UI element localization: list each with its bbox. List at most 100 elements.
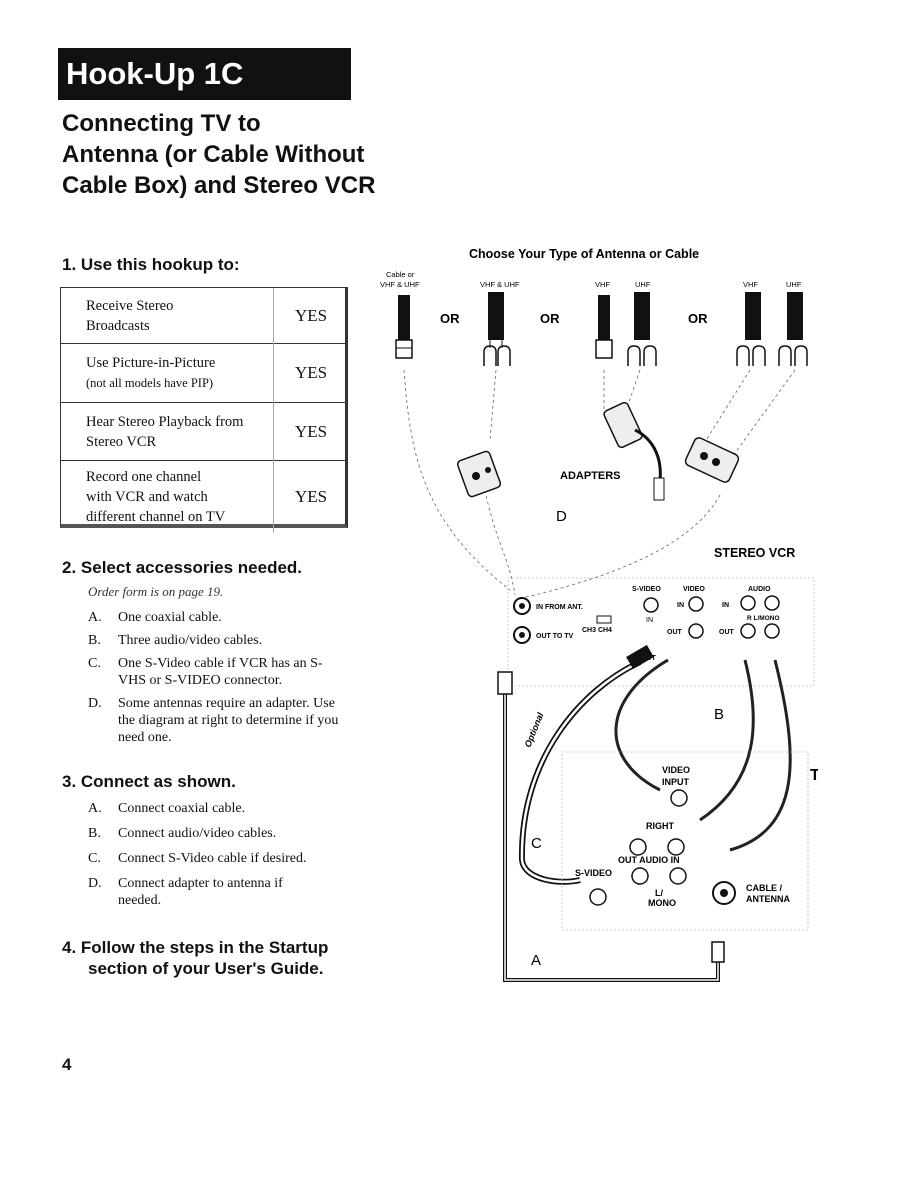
vhf-label-2: VHF	[743, 280, 758, 289]
tv-svideo-jack	[589, 888, 607, 906]
vcr-svideo-in-jack	[643, 597, 659, 613]
vcr-audio-out-l	[764, 623, 780, 639]
list-item: D.Some antennas require an adapter. Use …	[88, 696, 339, 745]
step4-heading: 4. Follow the steps in the Startup secti…	[62, 938, 329, 978]
svideo-cable	[518, 644, 654, 885]
hookup-banner: Hook-Up 1C	[58, 48, 351, 100]
title-line-1: Connecting TV to	[62, 110, 261, 137]
video-input-label-2: INPUT	[662, 777, 690, 787]
l-mono-label: L/	[655, 888, 663, 898]
round-and-twin-icon	[595, 292, 657, 366]
step2-heading: 2. Select accessories needed.	[62, 558, 303, 577]
av-cables	[614, 658, 792, 852]
vcr-video-out-jack	[688, 623, 704, 639]
vcr-svideo-label: S-VIDEO	[632, 586, 661, 593]
or-label-2: OR	[540, 311, 560, 326]
ch-label: CH3 CH4	[582, 627, 612, 634]
tv-svideo-label: S-VIDEO	[575, 868, 612, 878]
cable-or-label: Cable or	[386, 270, 415, 279]
uhf-label-2: UHF	[786, 280, 802, 289]
out-to-tv-label: OUT TO TV	[536, 633, 574, 640]
in-from-ant-jack	[513, 597, 531, 615]
ch-switch	[596, 615, 612, 624]
cable-antenna-label: CABLE /	[746, 883, 782, 893]
vhf-uhf-label: VHF & UHF	[380, 280, 420, 289]
table-answer: YES	[273, 460, 348, 533]
vcr-video-label: VIDEO	[683, 586, 705, 593]
order-form-note: Order form is on page 19.	[88, 584, 224, 599]
adapter-icon	[456, 450, 502, 498]
l-mono-label-2: MONO	[648, 898, 676, 908]
list-item: C.One S-Video cable if VCR has an S-VHS …	[88, 656, 323, 688]
tv-audio-out-left	[631, 867, 649, 885]
twin-lead-icon	[483, 292, 511, 366]
vcr-video-in-label: IN	[677, 602, 684, 609]
optional-label: Optional	[523, 711, 546, 749]
or-label-3: OR	[688, 311, 708, 326]
list-item: B.Connect audio/video cables.	[88, 826, 277, 841]
r-lmono-label: R L/MONO	[747, 615, 780, 622]
uhf-label: UHF	[635, 280, 651, 289]
vhf-uhf-label-2: VHF & UHF	[480, 280, 520, 289]
vcr-audio-in-label: IN	[722, 602, 729, 609]
cable-antenna-label-2: ANTENNA	[746, 894, 790, 904]
tv-audio-in-left	[669, 867, 687, 885]
vcr-video-out-label: OUT	[667, 629, 683, 636]
av-cable-letter: B	[714, 706, 724, 723]
svideo-cable-letter: C	[531, 835, 542, 852]
antenna-title: Choose Your Type of Antenna or Cable	[469, 247, 699, 261]
table-row: Use Picture-in-Picture(not all models ha…	[60, 343, 348, 403]
out-to-tv-jack	[513, 626, 531, 644]
list-item: C.Connect S-Video cable if desired.	[88, 851, 307, 866]
title-line-3: Cable Box) and Stereo VCR	[62, 172, 376, 199]
adapter-letter: D	[556, 508, 567, 525]
video-input-label: VIDEO	[662, 765, 690, 775]
connect-list: A.Connect coaxial cable. B.Connect audio…	[88, 800, 350, 915]
table-answer: YES	[273, 402, 348, 461]
tv-label: TV	[810, 767, 818, 784]
page-title: Connecting TV to Antenna (or Cable Witho…	[62, 108, 422, 201]
table-answer: YES	[273, 287, 348, 344]
vcr-audio-in-l	[764, 595, 780, 611]
out-audio-in-label: OUT AUDIO IN	[618, 855, 680, 865]
vcr-svideo-in-label: IN	[646, 617, 653, 624]
vhf-label: VHF	[595, 280, 610, 289]
list-item: D.Connect adapter to antenna if needed.	[88, 876, 283, 908]
vcr-audio-out-label: OUT	[719, 629, 735, 636]
accessories-list: A.One coaxial cable. B.Three audio/video…	[88, 609, 350, 752]
adapter-icon	[684, 437, 740, 483]
tv-audio-in-right	[667, 838, 685, 856]
tv-audio-out-right	[629, 838, 647, 856]
hookup-diagram: Choose Your Type of Antenna or Cable Cab…	[380, 247, 818, 982]
coaxial-cable	[497, 671, 725, 982]
stereo-vcr-label: STEREO VCR	[714, 546, 795, 560]
adapter-icon	[603, 401, 665, 501]
table-cell: Use Picture-in-Picture(not all models ha…	[60, 343, 274, 403]
page-number: 4	[62, 1055, 72, 1074]
right-label: RIGHT	[646, 821, 675, 831]
list-item: A.Connect coaxial cable.	[88, 801, 246, 816]
vcr-audio-out-r	[740, 623, 756, 639]
vcr-audio-in-r	[740, 595, 756, 611]
list-item: A.One coaxial cable.	[88, 610, 222, 625]
cable-antenna-jack	[712, 881, 736, 905]
in-from-ant-label: IN FROM ANT.	[536, 604, 583, 611]
step1-heading: 1. Use this hookup to:	[62, 255, 240, 274]
step3-heading: 3. Connect as shown.	[62, 772, 236, 791]
or-label: OR	[440, 311, 460, 326]
title-line-2: Antenna (or Cable Without	[62, 141, 365, 168]
tv-video-input-jack	[670, 789, 688, 807]
adapters-label: ADAPTERS	[560, 470, 621, 482]
vcr-panel	[507, 577, 815, 687]
two-twin-leads-icon	[736, 292, 808, 366]
round-cable-icon	[395, 295, 413, 359]
list-item: B.Three audio/video cables.	[88, 633, 263, 648]
coax-cable-letter: A	[531, 952, 541, 969]
